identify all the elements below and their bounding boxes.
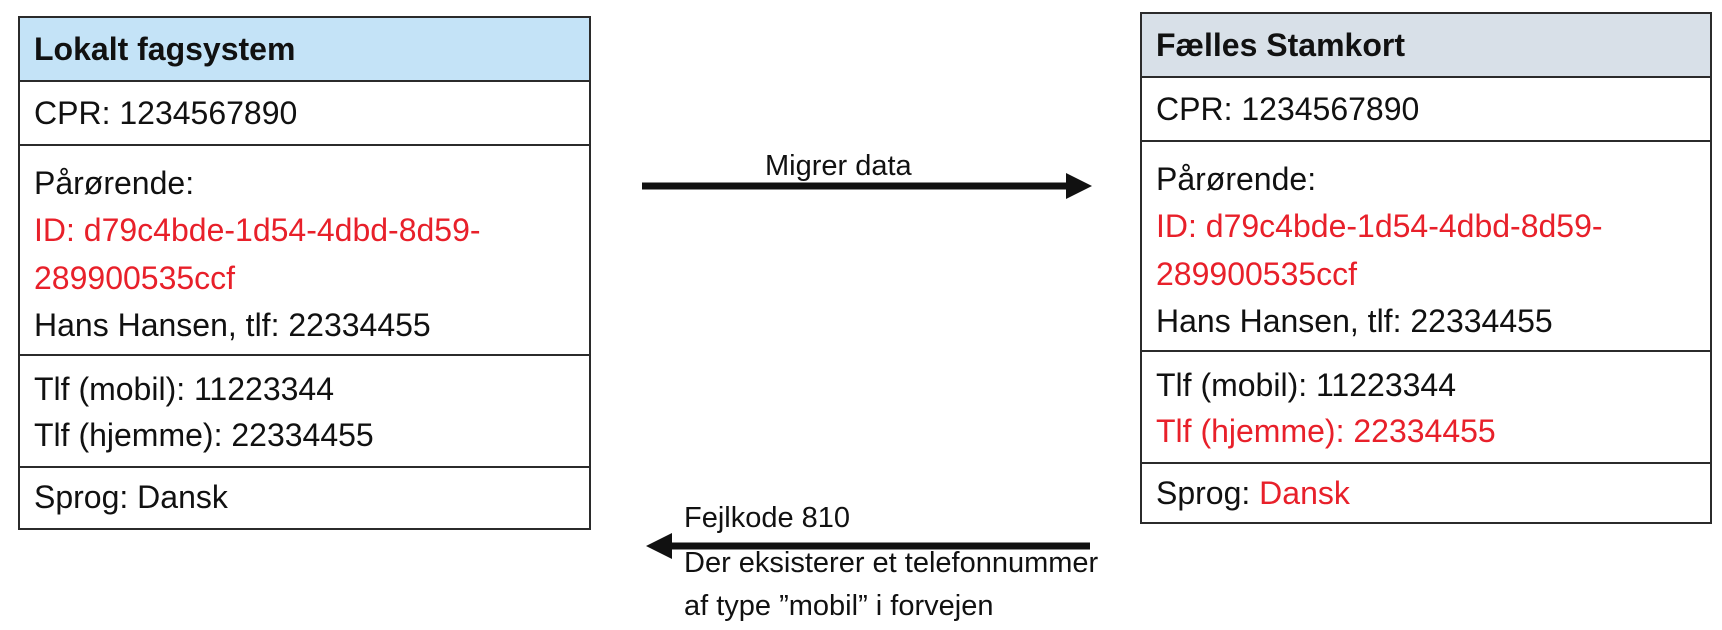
- right-relative-id-line-1: ID: d79c4bde-1d54-4dbd-8d59-: [1156, 208, 1603, 244]
- left-relative-row: Pårørende: ID: d79c4bde-1d54-4dbd-8d59- …: [20, 144, 589, 354]
- left-phone-mobile: Tlf (mobil): 11223344: [34, 371, 334, 407]
- left-cpr: CPR: 1234567890: [34, 95, 298, 131]
- right-relative-id-line-2: 289900535ccf: [1156, 256, 1358, 292]
- right-language-row: Sprog: Dansk: [1142, 462, 1710, 522]
- left-language-row: Sprog: Dansk: [20, 466, 589, 526]
- migrate-label: Migrer data: [765, 150, 912, 182]
- left-relative-id-line-1: ID: d79c4bde-1d54-4dbd-8d59-: [34, 212, 481, 248]
- left-card-header: Lokalt fagsystem: [20, 18, 589, 80]
- right-cpr-row: CPR: 1234567890: [1142, 76, 1710, 140]
- right-phone-row: Tlf (mobil): 11223344 Tlf (hjemme): 2233…: [1142, 350, 1710, 462]
- right-language-value: Dansk: [1259, 475, 1350, 511]
- left-cpr-row: CPR: 1234567890: [20, 80, 589, 144]
- left-card-title: Lokalt fagsystem: [34, 30, 296, 67]
- right-card-title: Fælles Stamkort: [1156, 26, 1405, 63]
- right-card-header: Fælles Stamkort: [1142, 14, 1710, 76]
- left-phone-row: Tlf (mobil): 11223344 Tlf (hjemme): 2233…: [20, 354, 589, 466]
- left-phone-home: Tlf (hjemme): 22334455: [34, 417, 374, 453]
- error-code-label: Fejlkode 810: [684, 502, 851, 534]
- right-language-prefix: Sprog:: [1156, 475, 1260, 511]
- left-relative-label: Pårørende:: [34, 165, 195, 201]
- error-message-line-2: af type ”mobil” i forvejen: [684, 590, 994, 622]
- left-language: Sprog: Dansk: [34, 479, 228, 515]
- right-card-faelles-stamkort: Fælles Stamkort CPR: 1234567890 Pårørend…: [1140, 12, 1712, 524]
- right-relative-name: Hans Hansen, tlf: 22334455: [1156, 303, 1553, 339]
- error-message-line-1: Der eksisterer et telefonnummer: [684, 547, 1099, 579]
- right-phone-mobile: Tlf (mobil): 11223344: [1156, 367, 1456, 403]
- migrate-arrow: [642, 173, 1092, 199]
- left-relative-name: Hans Hansen, tlf: 22334455: [34, 307, 431, 343]
- right-cpr: CPR: 1234567890: [1156, 91, 1420, 127]
- left-card-lokalt-fagsystem: Lokalt fagsystem CPR: 1234567890 Pårøren…: [18, 16, 591, 530]
- right-relative-label: Pårørende:: [1156, 161, 1317, 197]
- right-phone-home: Tlf (hjemme): 22334455: [1156, 413, 1496, 449]
- right-relative-row: Pårørende: ID: d79c4bde-1d54-4dbd-8d59- …: [1142, 140, 1710, 350]
- error-arrow: [646, 533, 1090, 559]
- left-relative-id-line-2: 289900535ccf: [34, 260, 236, 296]
